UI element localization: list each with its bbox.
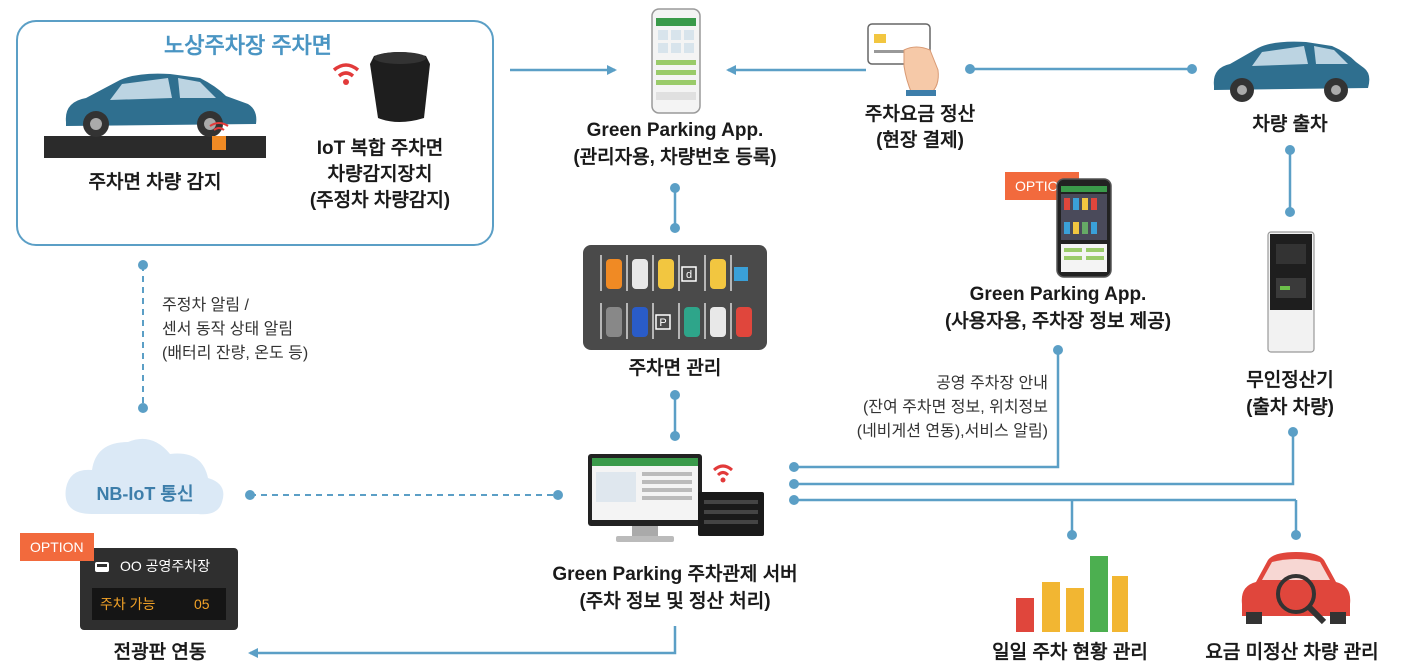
sensor-alert-line1: 주정차 알림 / [162,297,249,314]
edge-server-signboard [248,626,677,658]
kiosk-line2: (출차 차량) [1246,397,1334,418]
edge-kiosk-server [794,432,1295,486]
daily-label: 일일 주차 현황 관리 [992,642,1148,663]
iot-sensor-icon [332,52,430,122]
svg-text:P: P [659,317,666,329]
server-icon [588,454,764,542]
public-guide-line2: (잔여 주차면 정보, 위치정보 [862,399,1048,416]
sensor-alert-line2: 센서 동작 상태 알림 [162,321,294,338]
signboard-label: 전광판 연동 [113,642,207,663]
iot-sensor-line2: 차량감지장치 [327,164,433,185]
unpaid-car-icon [1241,552,1351,625]
unpaid-label: 요금 미정산 차량 관리 [1205,642,1379,663]
server-line1: Green Parking 주차관제 서버 [552,564,798,585]
daily-status-chart-icon [1016,556,1128,632]
parking-lot-icon: d P [583,245,767,350]
signboard-name: OO 공영주차장 [120,558,211,574]
kiosk-icon [1267,231,1315,353]
payment-line1: 주차요금 정산 [864,104,976,125]
public-guide-line1: 공영 주차장 안내 [936,375,1048,392]
user-app-line2: (사용자용, 주차장 정보 제공) [944,311,1172,332]
car-front-icon [95,562,109,572]
admin-app-line2: (관리자용, 차량번호 등록) [573,147,777,168]
exit-car-icon [1213,41,1370,102]
signboard-option-badge: OPTION [20,533,94,561]
sensor-alert-line3: (배터리 잔량, 온도 등) [162,345,309,362]
group-title: 노상주차장 주차면 [144,28,353,60]
cloud-icon [65,438,224,515]
nbiot-label: NB-IoT 통신 [96,484,194,504]
iot-sensor-line1: IoT 복합 주차면 [316,138,444,159]
public-guide-line3: (네비게션 연동),서비스 알림) [856,423,1048,440]
on-street-parking-group: 노상주차장 주차면 [16,20,494,246]
card-payment-icon [867,23,939,96]
server-line2: (주차 정보 및 정산 처리) [579,591,771,612]
user-phone-icon [1056,178,1112,278]
iot-sensor-line3: (주정차 차량감지) [309,190,451,211]
kiosk-line1: 무인정산기 [1246,370,1334,391]
signboard-count: 05 [194,596,210,612]
edge-userapp-server [794,350,1060,469]
payment-line2: (현장 결제) [876,130,964,151]
svg-text:d: d [686,269,692,281]
lot-mgmt-label: 주차면 관리 [628,358,722,379]
signboard-screen: 주차 가능 05 [92,588,226,620]
exit-label: 차량 출차 [1252,114,1328,135]
signboard-display: OO 공영주차장 주차 가능 05 [80,548,238,630]
admin-phone-icon [651,8,701,114]
signboard-status: 주차 가능 [100,596,156,612]
user-app-line1: Green Parking App. [969,284,1147,305]
admin-app-line1: Green Parking App. [586,120,764,141]
vehicle-detect-label: 주차면 차량 감지 [88,172,222,193]
parked-car-icon [44,73,266,158]
